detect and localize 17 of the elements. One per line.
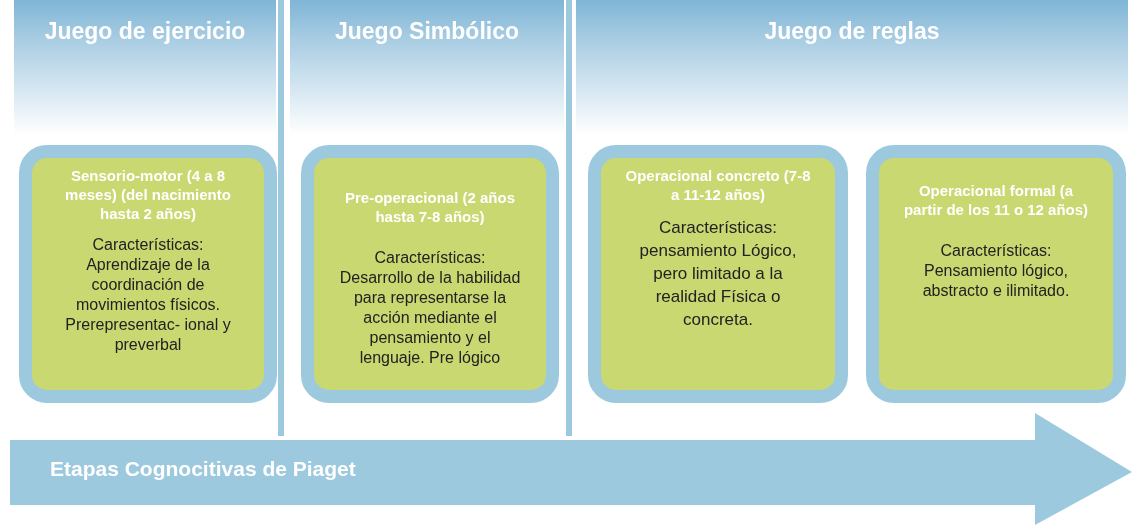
stage-heading: Operacional formal (a partir de los 11 o 12 años) bbox=[902, 181, 1090, 219]
stage-card bbox=[588, 145, 848, 403]
stage-description: Características: Aprendizaje de la coordinación de movimientos físicos. Prerepresentac- ional y preverbal bbox=[64, 235, 232, 355]
column-title: Juego de ejercicio bbox=[43, 18, 247, 45]
stage-heading: Pre-operacional (2 años hasta 7-8 años) bbox=[343, 188, 517, 226]
stage-heading: Sensorio-motor (4 a 8 meses) (del nacimiento hasta 2 años) bbox=[64, 166, 232, 223]
column-title: Juego de reglas bbox=[763, 18, 941, 45]
stage-description: Características: Desarrollo de la habilidad para representarse la acción mediante el pensamiento y el lenguaje. Pre lógico bbox=[338, 248, 522, 368]
stage-card bbox=[866, 145, 1126, 403]
stage-description: Características: pensamiento Lógico, pero limitado a la realidad Física o concreta. bbox=[638, 217, 798, 331]
stage-description: Características: Pensamiento lógico, abstracto e ilimitado. bbox=[921, 241, 1071, 301]
timeline-arrow bbox=[10, 413, 1132, 525]
stage-card bbox=[19, 145, 277, 403]
stage-card bbox=[301, 145, 559, 403]
column-title: Juego Simbólico bbox=[334, 18, 520, 45]
timeline-title: Etapas Cognocitivas de Piaget bbox=[50, 457, 356, 481]
stage-heading: Operacional concreto (7-8 a 11-12 años) bbox=[624, 166, 812, 204]
